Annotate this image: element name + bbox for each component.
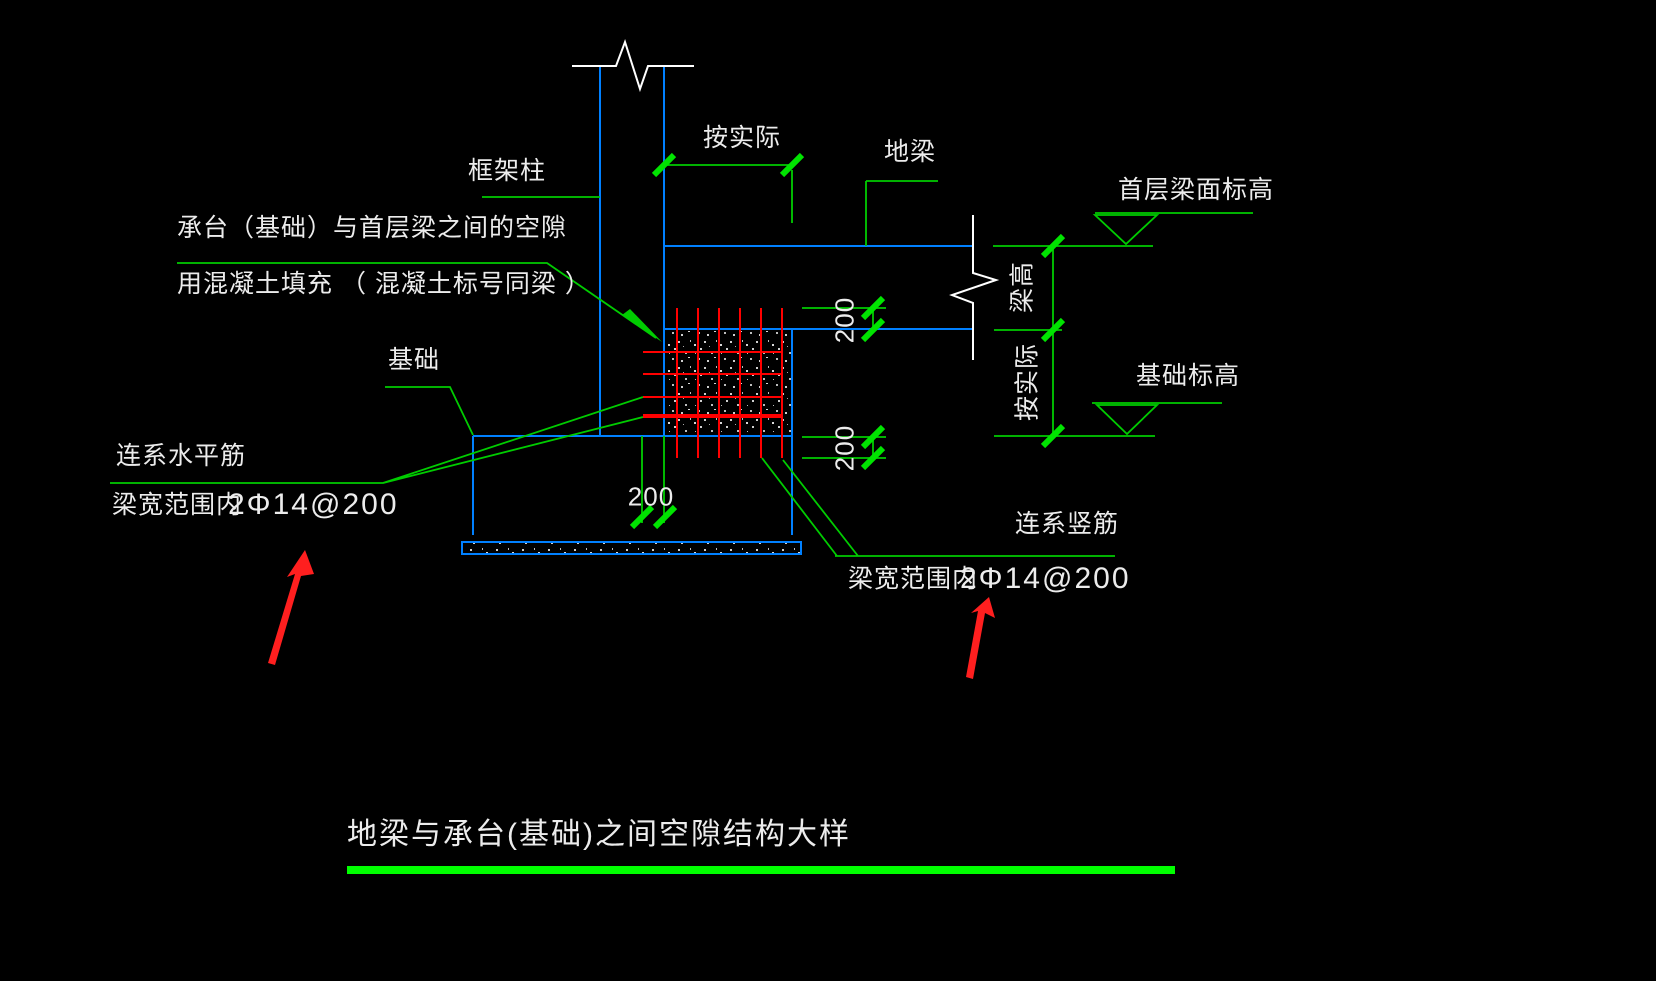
dim-tick xyxy=(860,445,886,471)
dim-tick xyxy=(779,152,805,178)
markup-arrow-right-icon xyxy=(966,597,995,679)
right-dim-lower-label: 按实际 xyxy=(1013,342,1042,422)
vert-tie-spec: 2Φ14@200 xyxy=(960,562,1131,595)
rebar-grid xyxy=(643,308,783,458)
break-line-column-top xyxy=(572,38,694,93)
horiz-tie-leaders xyxy=(110,396,644,484)
embed-top-dim-value: 200 xyxy=(829,296,860,344)
horiz-tie-spec: 2Φ14@200 xyxy=(228,488,399,521)
dim-tick xyxy=(860,424,886,450)
markup-arrow-left-icon xyxy=(268,550,314,665)
title-underline-bar xyxy=(347,866,1175,874)
bedding-layer-hatch xyxy=(461,541,802,555)
gap-note-leader xyxy=(177,262,657,339)
dim-tick xyxy=(629,504,655,530)
beam-top-level-label: 首层梁面标高 xyxy=(1118,176,1275,204)
dim-tick xyxy=(1040,317,1066,343)
elevation-symbol-beam-top xyxy=(1092,214,1160,246)
break-line-beam-right xyxy=(949,215,1000,360)
anchor-bottom-extensions xyxy=(641,436,665,523)
vert-tie-range-label: 梁宽范围内 xyxy=(848,565,979,593)
dim-tick xyxy=(1040,423,1066,449)
elevation-symbol-foundation xyxy=(1094,404,1160,436)
embed-bottom-dim-value: 200 xyxy=(829,424,860,472)
horiz-tie-range-label: 梁宽范围内 xyxy=(112,491,243,519)
frame-column-label: 框架柱 xyxy=(468,157,547,185)
beam-height-dim-label: 梁高 xyxy=(1008,260,1037,314)
vert-tie-leaders xyxy=(761,457,1115,557)
dim-tick xyxy=(860,295,886,321)
break-lines xyxy=(572,38,1000,360)
markup-arrows xyxy=(268,550,995,679)
ground-beam-leader xyxy=(865,180,938,246)
gap-note-line1: 承台（基础）与首层梁之间的空隙 xyxy=(177,214,568,242)
dim-tick xyxy=(860,317,886,343)
top-dimension-label: 按实际 xyxy=(703,124,782,152)
concrete-fill-hatch xyxy=(461,328,802,555)
dimension-ticks xyxy=(629,152,1066,530)
foundation-leader xyxy=(385,386,474,436)
dim-tick xyxy=(1040,233,1066,259)
ground-beam-label: 地梁 xyxy=(884,138,937,166)
anchor-bottom-dim-value: 200 xyxy=(627,481,675,512)
gap-note-line2: 用混凝土填充 （ 混凝土标号同梁 ） xyxy=(177,270,591,298)
dim-tick xyxy=(652,504,678,530)
vert-tie-label: 连系竖筋 xyxy=(1015,510,1120,538)
horiz-tie-label: 连系水平筋 xyxy=(116,442,247,470)
annotation-lines xyxy=(110,164,1253,557)
dim-tick xyxy=(651,152,677,178)
drawing-title: 地梁与承台(基础)之间空隙结构大样 xyxy=(347,818,851,851)
foundation-level-label: 基础标高 xyxy=(1136,362,1241,390)
foundation-label: 基础 xyxy=(388,346,441,374)
leader-arrowhead-icon xyxy=(622,309,662,342)
